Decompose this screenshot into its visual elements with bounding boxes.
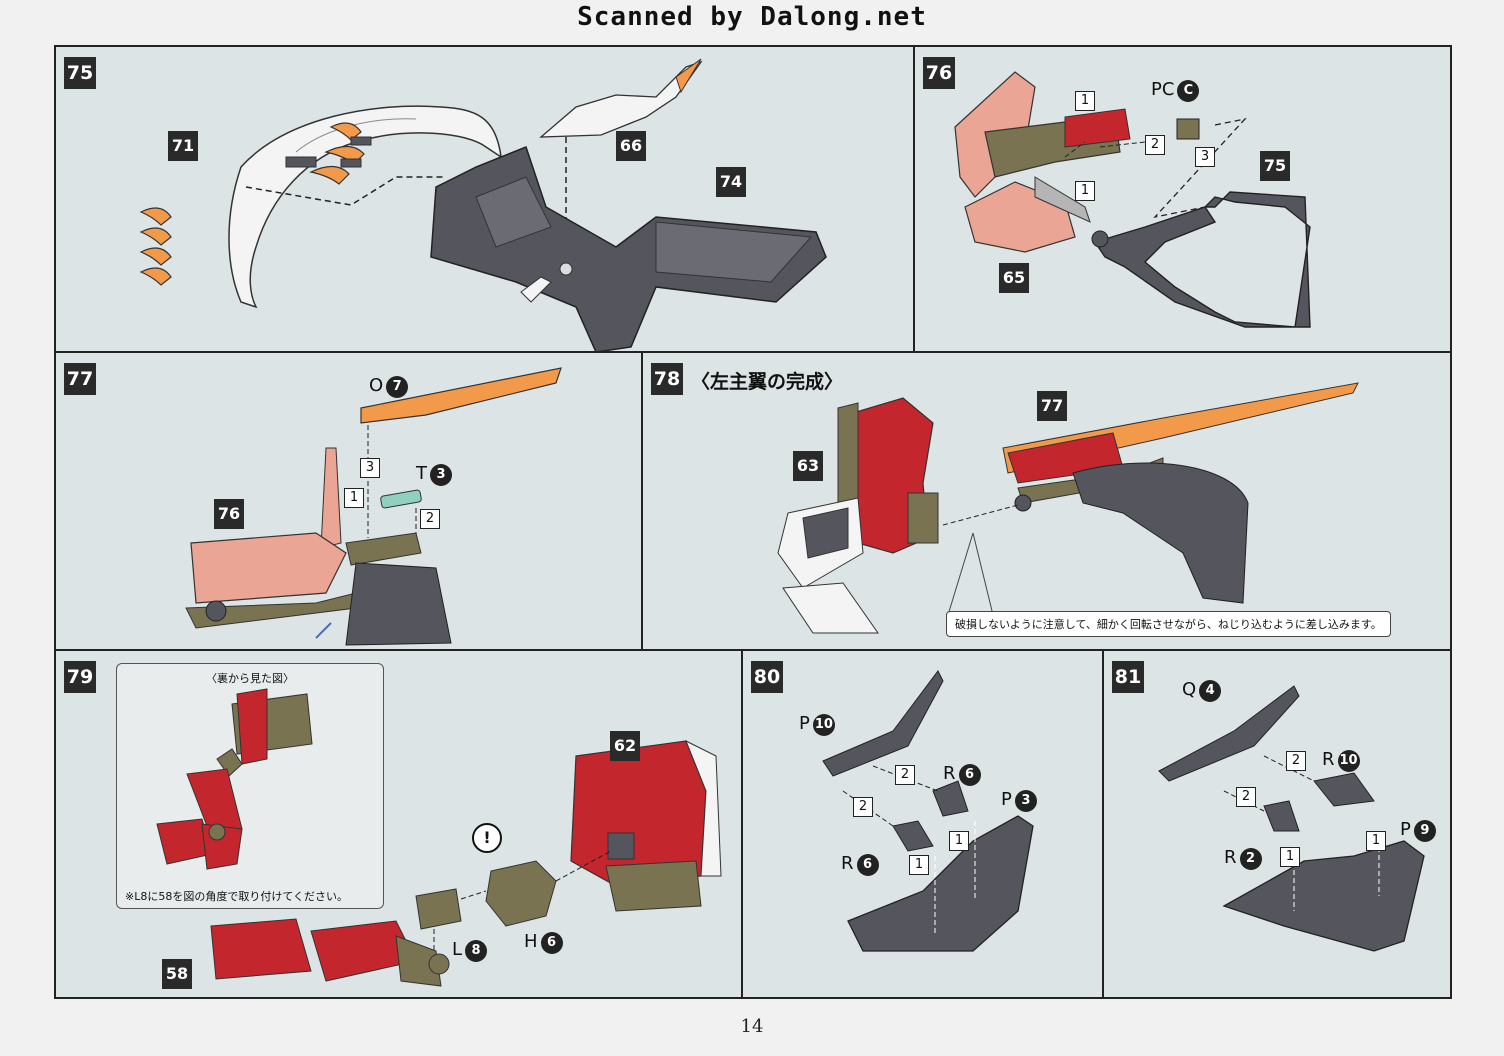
step-order-1: 1 xyxy=(1075,91,1095,111)
part-letter: P xyxy=(1001,789,1012,810)
step-79-illustration xyxy=(210,739,722,987)
step-order-3: 3 xyxy=(360,458,380,478)
step-order-1: 1 xyxy=(344,488,364,508)
step-76-illustration xyxy=(954,71,1311,328)
part-letter: O xyxy=(369,375,384,396)
part-circle: 3 xyxy=(430,464,452,486)
part-circle: 2 xyxy=(1239,848,1262,870)
part-letter: R xyxy=(943,763,956,784)
step-order-2b: 2 xyxy=(853,797,873,817)
callout-part-65: 65 xyxy=(999,263,1029,293)
step-order-2: 2 xyxy=(1286,751,1306,771)
step-order-2: 2 xyxy=(420,509,440,529)
step-order-1b: 1 xyxy=(909,855,929,875)
step-81-illustration xyxy=(1158,685,1425,952)
callout-part-76: 76 xyxy=(214,499,244,529)
part-letter: L xyxy=(452,939,463,960)
step-order-2: 2 xyxy=(1145,135,1165,155)
part-circle: C xyxy=(1177,80,1200,102)
step-order-1b: 1 xyxy=(1075,181,1095,201)
part-letter: H xyxy=(524,931,538,952)
part-letter: P xyxy=(799,713,810,734)
part-letter: T xyxy=(416,463,427,484)
panel-step-78: 78 〈左主翼の完成〉 77 63 破損しないように注意して、細かく回転させなが… xyxy=(641,351,1452,651)
part-letter: R xyxy=(1322,749,1335,770)
part-letter: R xyxy=(841,853,854,874)
callout-part-62: 62 xyxy=(610,731,640,761)
step-number: 80 xyxy=(751,661,783,693)
part-circle: 4 xyxy=(1199,680,1222,702)
step-number: 76 xyxy=(923,57,955,89)
callout-part-75: 75 xyxy=(1260,151,1290,181)
part-letter: P xyxy=(1400,819,1411,840)
part-circle: 6 xyxy=(958,764,981,786)
part-circle: 9 xyxy=(1413,820,1436,842)
part-circle: 6 xyxy=(540,932,563,954)
step-order-1: 1 xyxy=(1366,831,1386,851)
inset-title: 〈裏から見た図〉 xyxy=(206,672,294,685)
step-78-illustration xyxy=(777,382,1359,634)
inset-note: ※L8に58を図の角度で取り付けてください。 xyxy=(125,890,349,903)
page-number: 14 xyxy=(740,1016,764,1037)
step-order-1: 1 xyxy=(949,831,969,851)
step-number: 81 xyxy=(1112,661,1144,693)
back-view-inset: 〈裏から見た図〉 ※L8に58を図の角度で取り付けてください。 xyxy=(116,663,384,909)
part-letter: Q xyxy=(1182,679,1197,700)
part-circle: 8 xyxy=(465,940,488,962)
back-view-illustration xyxy=(156,688,313,870)
step-order-1b: 1 xyxy=(1280,847,1300,867)
step-title: 〈左主翼の完成〉 xyxy=(691,371,844,393)
step-80-illustration xyxy=(822,670,1034,952)
scan-watermark: Scanned by Dalong.net xyxy=(577,2,927,32)
panel-step-75: 75 71 66 74 xyxy=(54,45,915,353)
step-order-2b: 2 xyxy=(1236,787,1256,807)
step-number: 79 xyxy=(64,661,96,693)
callout-part-63: 63 xyxy=(793,451,823,481)
part-letter: PC xyxy=(1151,79,1175,100)
step-77-illustration xyxy=(185,367,562,646)
warning-mark: ! xyxy=(472,823,502,853)
part-circle: 7 xyxy=(386,376,409,398)
step-order-3: 3 xyxy=(1195,147,1215,167)
callout-part-66: 66 xyxy=(616,131,646,161)
callout-part-58: 58 xyxy=(162,959,192,989)
step-number: 78 xyxy=(651,363,683,395)
step-order-2: 2 xyxy=(895,765,915,785)
part-circle: 10 xyxy=(1337,750,1360,772)
panel-step-79: 79 〈裏から見た図〉 ※L8に58を図の角度で取り付けてください。 ! 62 … xyxy=(54,649,743,999)
part-circle: 10 xyxy=(812,714,835,736)
step-number: 77 xyxy=(64,363,96,395)
callout-part-71: 71 xyxy=(168,131,198,161)
assembly-note: 破損しないように注意して、細かく回転させながら、ねじり込むように差し込みます。 xyxy=(946,611,1391,637)
part-circle: 3 xyxy=(1014,790,1037,812)
step-75-illustration xyxy=(139,58,827,353)
callout-part-77: 77 xyxy=(1037,391,1067,421)
part-letter: R xyxy=(1224,847,1237,868)
step-number: 75 xyxy=(64,57,96,89)
callout-part-74: 74 xyxy=(716,167,746,197)
part-circle: 6 xyxy=(856,854,879,876)
